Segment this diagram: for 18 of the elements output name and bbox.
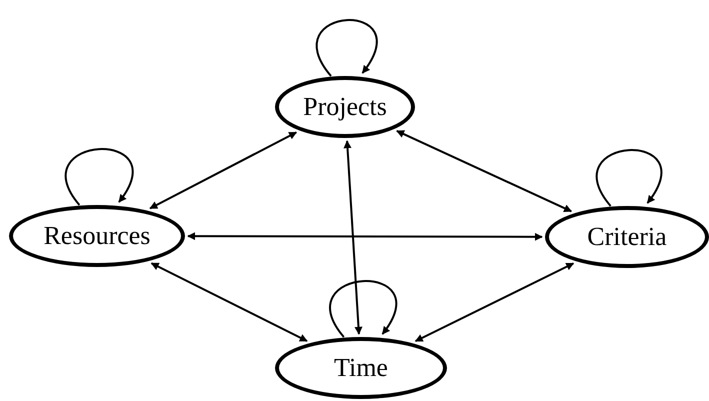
ellipse-node	[275, 76, 415, 138]
arrow	[344, 140, 362, 335]
ellipse-node	[275, 337, 447, 399]
arrow	[414, 262, 574, 342]
node-label: Time	[334, 353, 388, 383]
ellipse-node	[545, 206, 709, 268]
node-label: Projects	[303, 92, 387, 122]
ellipse-node	[9, 205, 185, 267]
arrow	[187, 232, 543, 241]
arrow	[396, 130, 572, 212]
self-loop-arrow	[316, 19, 378, 77]
self-loop-arrow	[64, 148, 134, 206]
node-label: Criteria	[587, 222, 667, 252]
self-loop-arrow	[596, 149, 662, 207]
node-label: Resources	[44, 221, 150, 251]
self-loop-arrow	[329, 280, 398, 338]
arrow	[150, 262, 308, 342]
arrow	[149, 131, 298, 210]
